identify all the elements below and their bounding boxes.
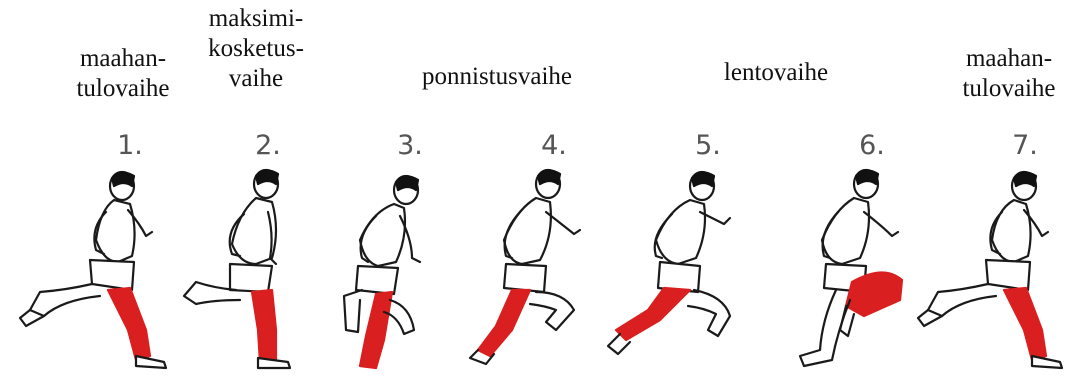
runner-4 xyxy=(470,170,580,364)
runner-7 xyxy=(918,172,1062,368)
runner-6 xyxy=(800,170,902,366)
runner-3 xyxy=(344,176,420,368)
runner-5 xyxy=(608,172,730,354)
runner-2 xyxy=(184,170,290,368)
runner-1 xyxy=(20,172,166,368)
